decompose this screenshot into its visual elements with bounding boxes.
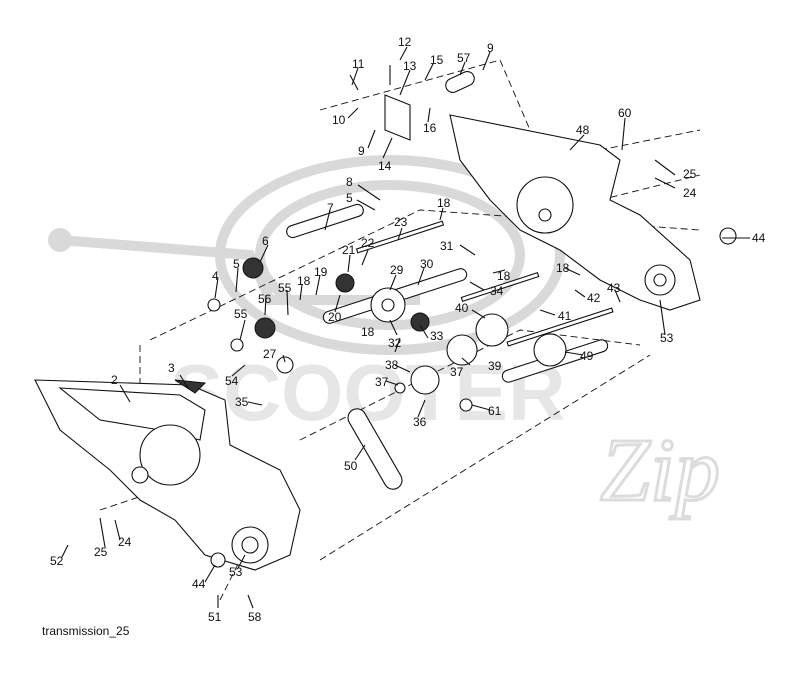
drive-chain bbox=[347, 408, 403, 490]
callout-30: 30 bbox=[420, 257, 434, 271]
watermark-logo: SCOOTER Zip bbox=[48, 155, 722, 522]
watermark-script: Zip bbox=[600, 421, 720, 520]
callout-49: 49 bbox=[580, 349, 594, 363]
callout-38: 38 bbox=[385, 358, 399, 372]
callout-34: 34 bbox=[490, 284, 504, 298]
callout-48: 48 bbox=[576, 123, 590, 137]
callout-55-top: 55 bbox=[278, 281, 292, 295]
callout-60: 60 bbox=[618, 106, 632, 120]
callout-9-top: 9 bbox=[487, 41, 494, 55]
callout-22: 22 bbox=[361, 236, 375, 250]
callout-6: 6 bbox=[262, 234, 269, 248]
callout-18-top: 18 bbox=[437, 196, 451, 210]
callout-40: 40 bbox=[455, 301, 469, 315]
callout-13: 13 bbox=[403, 59, 417, 73]
callout-14: 14 bbox=[378, 159, 392, 173]
callout-37-right: 37 bbox=[450, 365, 464, 379]
callout-58: 58 bbox=[248, 610, 262, 624]
callout-35: 35 bbox=[235, 395, 249, 409]
callout-18-right: 18 bbox=[497, 269, 511, 283]
callout-39: 39 bbox=[488, 359, 502, 373]
callout-21: 21 bbox=[342, 243, 356, 257]
callout-36: 36 bbox=[413, 415, 427, 429]
callout-2: 2 bbox=[111, 373, 118, 387]
callout-18-mid: 18 bbox=[297, 274, 311, 288]
callout-53-left: 53 bbox=[229, 565, 243, 579]
callout-44-left: 44 bbox=[192, 577, 206, 591]
leader-lines bbox=[61, 46, 750, 609]
callout-15: 15 bbox=[430, 53, 444, 67]
callout-4: 4 bbox=[212, 269, 219, 283]
right-housing bbox=[449, 114, 701, 311]
callout-53-right: 53 bbox=[660, 331, 674, 345]
callout-9: 9 bbox=[358, 144, 365, 158]
callout-32: 32 bbox=[388, 336, 402, 350]
callout-56: 56 bbox=[258, 292, 272, 306]
callout-20: 20 bbox=[328, 310, 342, 324]
top-bracket-assembly bbox=[349, 65, 475, 141]
callout-31: 31 bbox=[440, 239, 454, 253]
callout-43: 43 bbox=[607, 281, 621, 295]
callout-12: 12 bbox=[398, 35, 412, 49]
callout-25-right: 25 bbox=[683, 167, 697, 181]
callout-51: 51 bbox=[208, 610, 222, 624]
callout-41: 41 bbox=[558, 309, 572, 323]
diagram-caption: transmission_25 bbox=[42, 624, 130, 638]
callout-24-right: 24 bbox=[683, 186, 697, 200]
callout-57: 57 bbox=[457, 51, 471, 65]
callout-42: 42 bbox=[587, 291, 601, 305]
callout-11: 11 bbox=[352, 57, 365, 71]
callouts: 12 11 13 15 57 9 10 9 16 14 60 48 25 24 … bbox=[50, 35, 766, 624]
callout-50: 50 bbox=[344, 459, 358, 473]
gears bbox=[207, 227, 737, 568]
callout-23: 23 bbox=[394, 215, 408, 229]
callout-24-left: 24 bbox=[118, 535, 132, 549]
callout-16: 16 bbox=[423, 121, 437, 135]
callout-19: 19 bbox=[314, 265, 328, 279]
callout-5-top: 5 bbox=[346, 191, 353, 205]
callout-27: 27 bbox=[263, 347, 277, 361]
callout-44-right: 44 bbox=[752, 231, 766, 245]
callout-29: 29 bbox=[390, 263, 404, 277]
callout-7: 7 bbox=[327, 201, 334, 215]
callout-37: 37 bbox=[375, 375, 389, 389]
callout-10: 10 bbox=[332, 113, 346, 127]
callout-52: 52 bbox=[50, 554, 64, 568]
callout-25-left: 25 bbox=[94, 545, 108, 559]
callout-18-far: 18 bbox=[556, 261, 570, 275]
callout-3: 3 bbox=[168, 361, 175, 375]
callout-61: 61 bbox=[488, 404, 502, 418]
callout-55: 55 bbox=[234, 307, 248, 321]
callout-18-low: 18 bbox=[361, 325, 375, 339]
callout-54: 54 bbox=[225, 374, 239, 388]
callout-5: 5 bbox=[233, 257, 240, 271]
callout-33: 33 bbox=[430, 329, 444, 343]
left-housing bbox=[34, 379, 301, 571]
callout-8: 8 bbox=[346, 175, 353, 189]
